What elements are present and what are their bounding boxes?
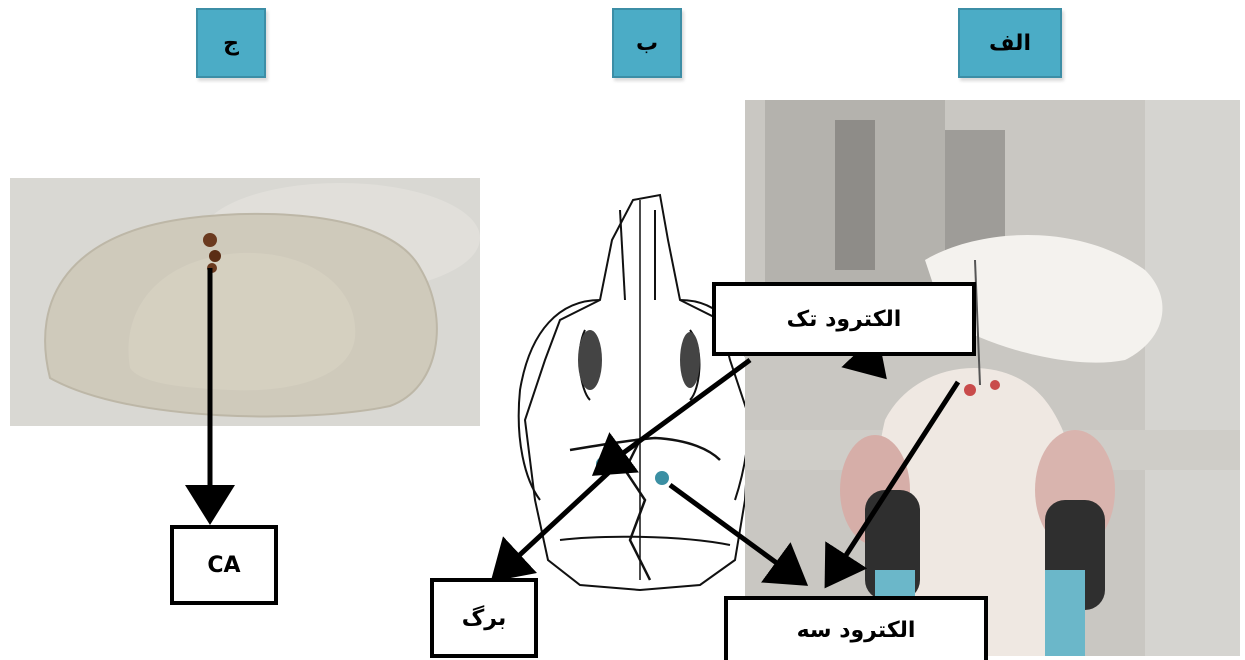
callout-three-electrode-text: الکترود سه	[797, 618, 916, 643]
callout-bregma: برگ	[430, 578, 538, 658]
callout-ca: CA	[170, 525, 278, 605]
arrow-bregma	[498, 462, 620, 575]
arrow-three-left	[670, 485, 800, 580]
callout-bregma-text: برگ	[462, 606, 506, 631]
callout-ca-text: CA	[207, 553, 240, 578]
callout-single-electrode: الکترود تک	[712, 282, 976, 356]
callout-single-electrode-text: الکترود تک	[787, 307, 902, 332]
callout-three-electrode: الکترود سه	[724, 596, 988, 660]
arrow-three-right	[830, 382, 958, 580]
arrow-single-left	[600, 360, 750, 470]
